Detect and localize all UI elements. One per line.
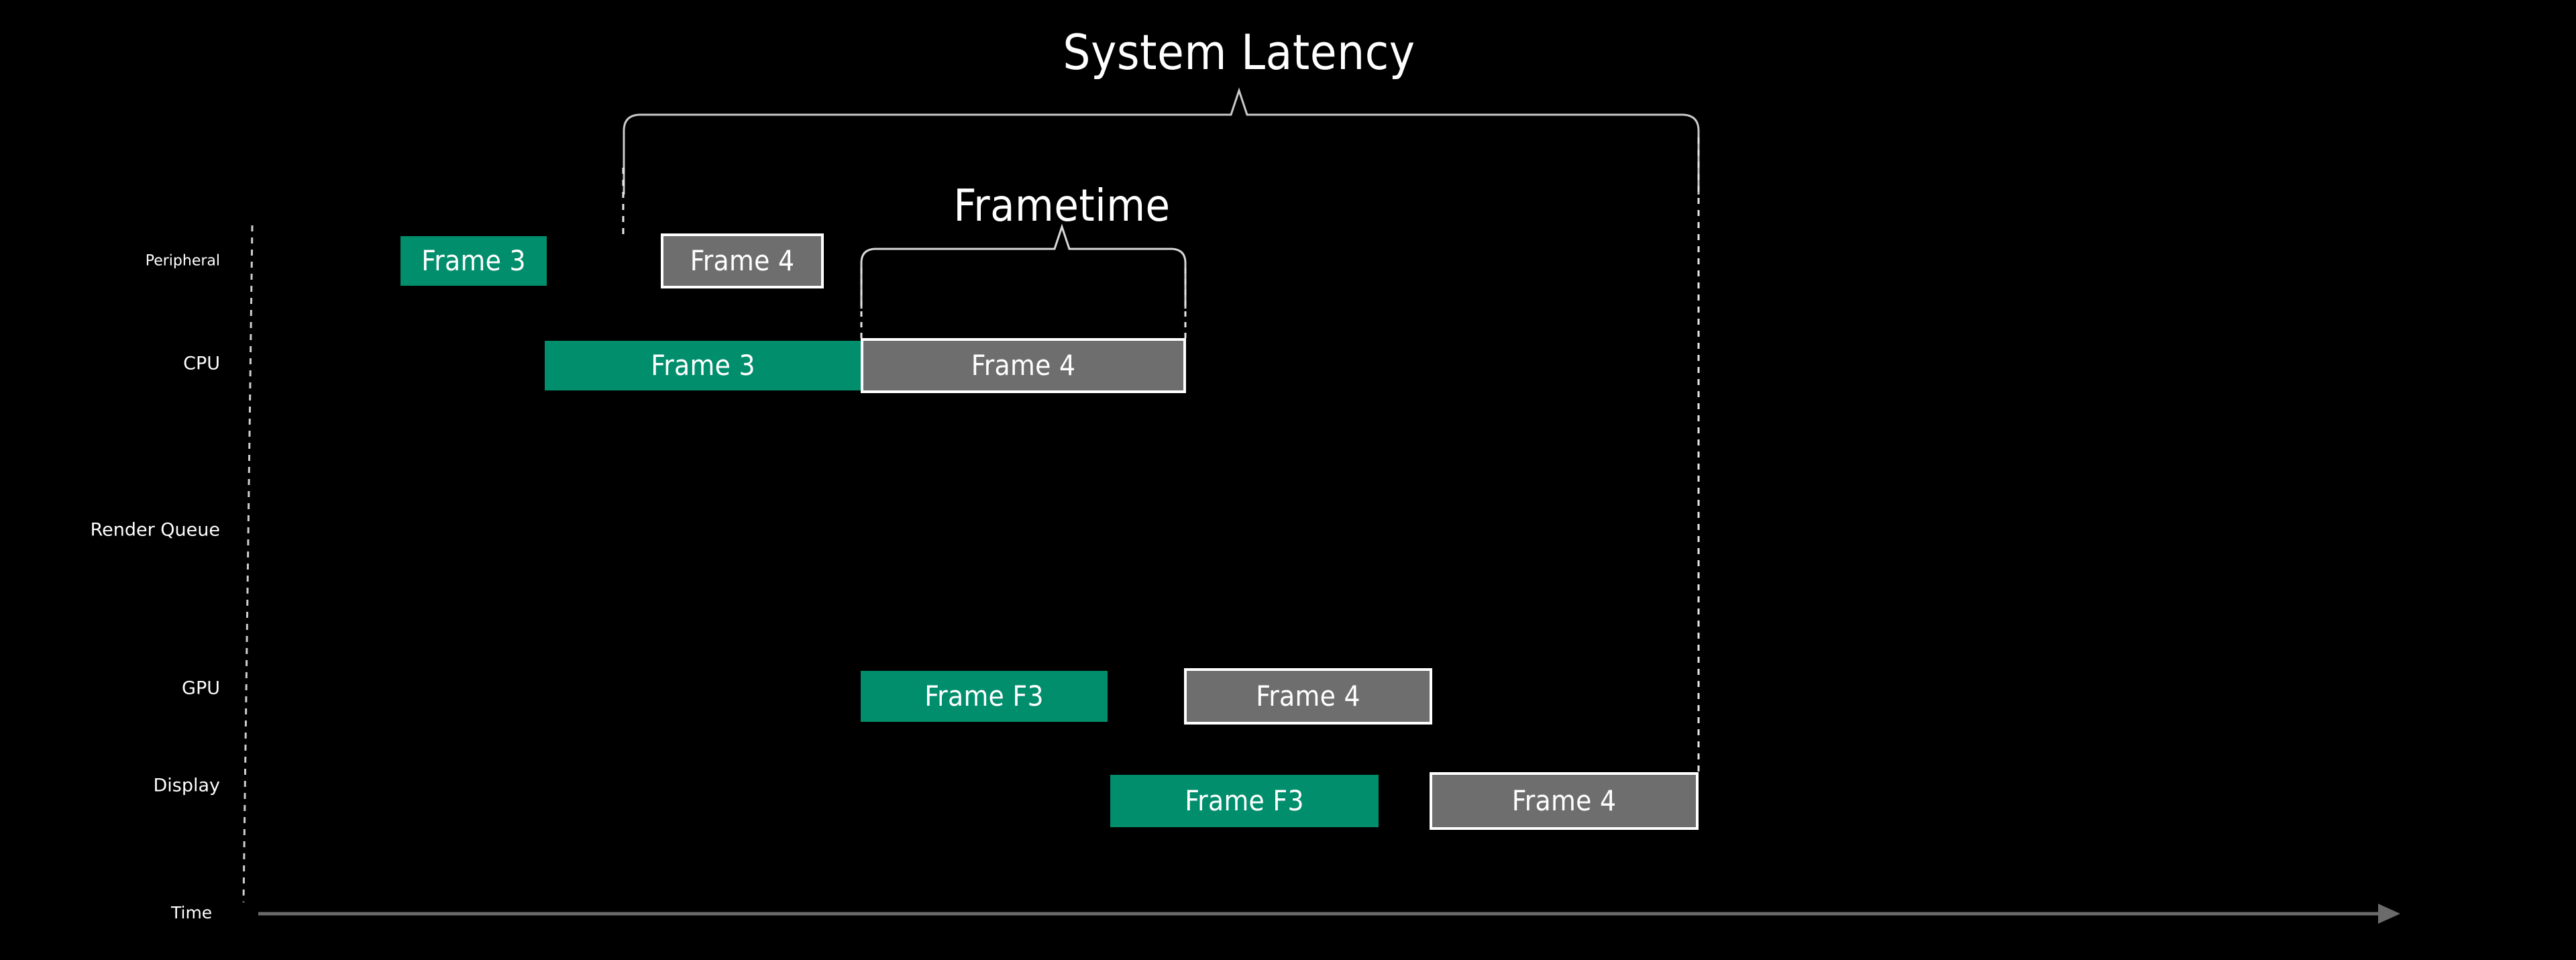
peripheral-frame-4-box[interactable]: Frame 4 <box>661 233 824 288</box>
peripheral-frame-3-box[interactable]: Frame 3 <box>400 236 547 286</box>
time-axis-label: Time <box>171 903 213 922</box>
frametime-bracket <box>860 223 1187 309</box>
row-label-gpu: GPU <box>182 678 220 699</box>
row-label-cpu: CPU <box>183 353 220 374</box>
gpu-frame-4-box[interactable]: Frame 4 <box>1184 668 1432 725</box>
time-axis <box>258 904 2400 924</box>
gpu-frame-f3-box[interactable]: Frame F3 <box>861 671 1108 722</box>
display-frame-f3-box[interactable]: Frame F3 <box>1110 775 1379 827</box>
cpu-frame-3-box[interactable]: Frame 3 <box>545 341 861 390</box>
frametime-title: Frametime <box>953 180 1171 231</box>
row-label-peripheral: Peripheral <box>145 252 220 270</box>
system-latency-title: System Latency <box>1063 24 1415 81</box>
row-label-display: Display <box>153 775 220 796</box>
cpu-frame-4-box[interactable]: Frame 4 <box>861 338 1186 393</box>
row-label-render-queue: Render Queue <box>90 519 220 541</box>
display-frame-4-box[interactable]: Frame 4 <box>1430 772 1699 830</box>
time-origin-axis <box>242 225 254 903</box>
system-latency-bracket <box>623 87 1700 195</box>
